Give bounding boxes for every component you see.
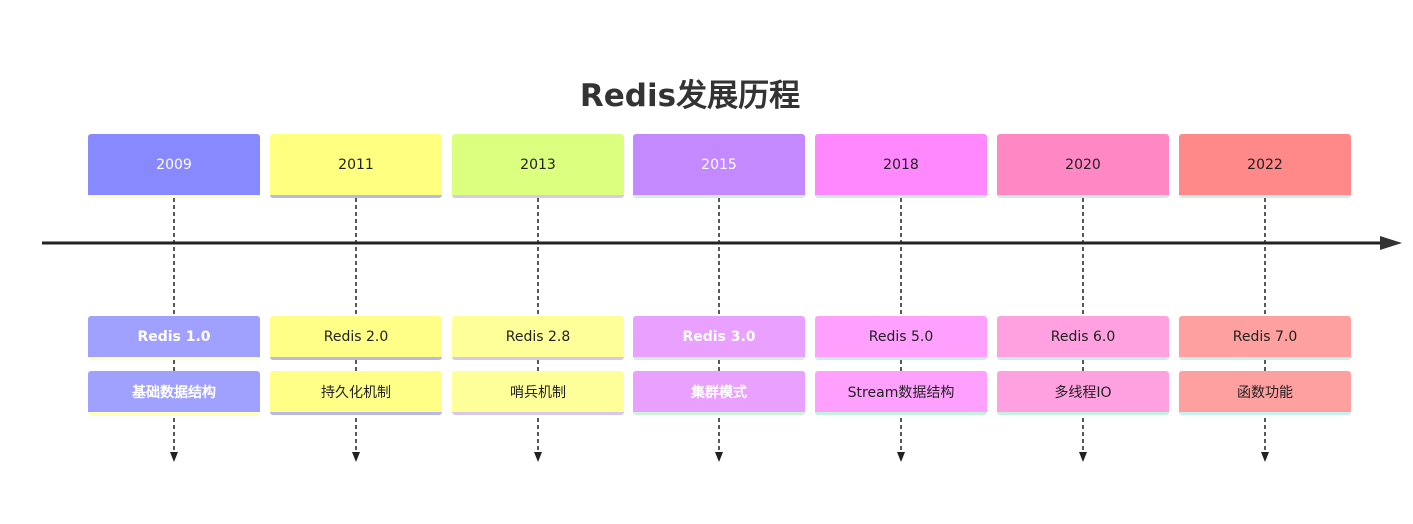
version-box: Redis 3.0 bbox=[633, 316, 805, 360]
version-box: Redis 5.0 bbox=[815, 316, 987, 360]
connector-arrowhead bbox=[352, 452, 360, 462]
connector-arrowhead bbox=[897, 452, 905, 462]
year-box: 2009 bbox=[88, 134, 260, 198]
feature-box: 哨兵机制 bbox=[452, 371, 624, 415]
connector-arrowhead bbox=[170, 452, 178, 462]
connector-arrowhead bbox=[534, 452, 542, 462]
version-box: Redis 2.8 bbox=[452, 316, 624, 360]
year-box: 2013 bbox=[452, 134, 624, 198]
feature-box: 函数功能 bbox=[1179, 371, 1351, 415]
version-box: Redis 2.0 bbox=[270, 316, 442, 360]
feature-box: 基础数据结构 bbox=[88, 371, 260, 415]
connector-arrowhead bbox=[1079, 452, 1087, 462]
connector-arrowhead bbox=[715, 452, 723, 462]
version-box: Redis 1.0 bbox=[88, 316, 260, 360]
feature-box: 多线程IO bbox=[997, 371, 1169, 415]
feature-box: 持久化机制 bbox=[270, 371, 442, 415]
version-box: Redis 6.0 bbox=[997, 316, 1169, 360]
year-box: 2011 bbox=[270, 134, 442, 198]
year-box: 2015 bbox=[633, 134, 805, 198]
timeline-axis-arrowhead bbox=[1380, 236, 1402, 250]
version-box: Redis 7.0 bbox=[1179, 316, 1351, 360]
year-box: 2018 bbox=[815, 134, 987, 198]
year-box: 2022 bbox=[1179, 134, 1351, 198]
feature-box: 集群模式 bbox=[633, 371, 805, 415]
year-box: 2020 bbox=[997, 134, 1169, 198]
feature-box: Stream数据结构 bbox=[815, 371, 987, 415]
connector-arrowhead bbox=[1261, 452, 1269, 462]
page-title: Redis发展历程 bbox=[579, 78, 801, 114]
